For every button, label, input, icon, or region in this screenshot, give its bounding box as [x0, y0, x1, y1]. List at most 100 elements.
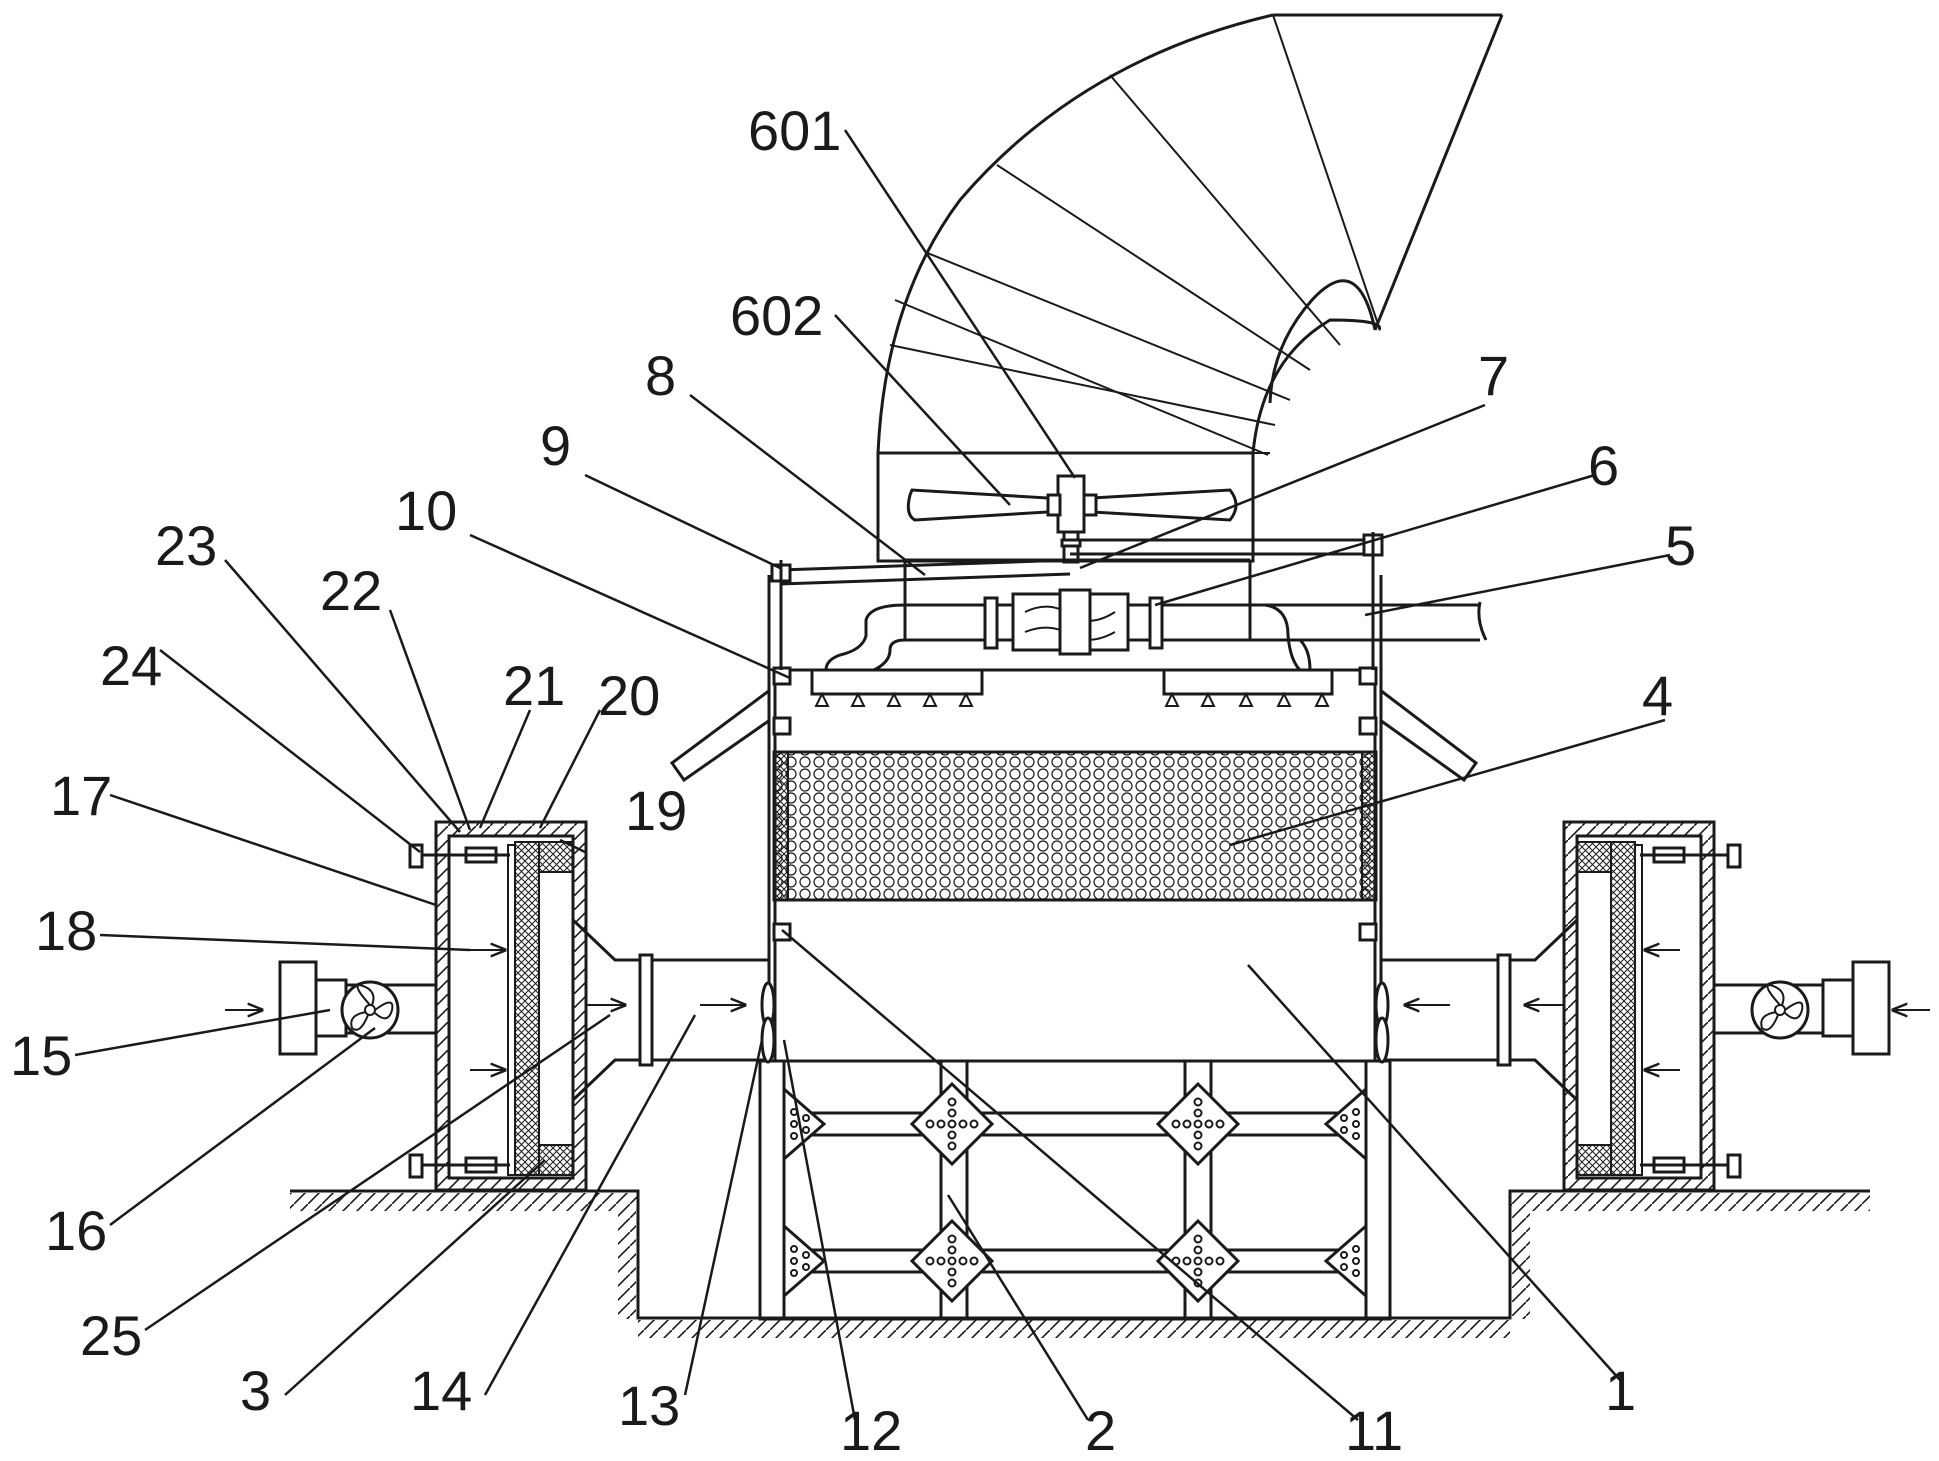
gusset-plate: [1155, 1218, 1241, 1304]
bolt-hole: [1352, 1269, 1360, 1277]
bolt-hole: [1193, 1267, 1203, 1277]
callout-602: 602: [730, 284, 823, 347]
bolt-hole: [947, 1234, 957, 1244]
bolt-hole: [1352, 1257, 1360, 1265]
bolt-hole: [1215, 1119, 1225, 1129]
spray-nozzle: [1164, 691, 1180, 707]
callout-1: 1: [1605, 1359, 1636, 1422]
callout-13: 13: [618, 1374, 680, 1437]
bolt-hole: [1215, 1256, 1225, 1266]
bolt-hole: [1193, 1245, 1203, 1255]
spray-nozzle: [922, 691, 938, 707]
callout-5: 5: [1665, 514, 1696, 577]
bolt-hole: [1193, 1097, 1203, 1107]
callout-21: 21: [503, 654, 565, 717]
bolt-hole: [925, 1119, 935, 1129]
bolt-hole: [1193, 1278, 1203, 1288]
bolt-hole: [802, 1263, 810, 1271]
callout-20: 20: [598, 664, 660, 727]
bolt-hole: [1204, 1119, 1214, 1129]
callout-14: 14: [410, 1359, 472, 1422]
right-filter-box: [1562, 820, 1742, 1192]
fan-hood: [876, 13, 1504, 563]
bolt-hole: [790, 1245, 798, 1253]
bolt-hole: [1204, 1256, 1214, 1266]
right-inlet: [1712, 960, 1930, 1056]
left-filter-box: [408, 820, 588, 1192]
bolt-hole: [1182, 1119, 1192, 1129]
bolt-hole: [790, 1120, 798, 1128]
bolt-hole: [790, 1269, 798, 1277]
callout-3: 3: [240, 1359, 271, 1422]
bolt-hole: [1340, 1126, 1348, 1134]
callout-2: 2: [1085, 1399, 1116, 1461]
bolt-hole: [802, 1251, 810, 1259]
callout-8: 8: [645, 344, 676, 407]
callout-24: 24: [100, 634, 162, 697]
spray-nozzle: [814, 691, 830, 707]
callout-23: 23: [155, 514, 217, 577]
right-outlet-duct: [1374, 918, 1579, 1102]
bolt-hole: [958, 1256, 968, 1266]
callout-12: 12: [840, 1399, 902, 1461]
bolt-hole: [1193, 1256, 1203, 1266]
bolt-hole: [1340, 1251, 1348, 1259]
spray-headers: [810, 668, 1334, 707]
bolt-hole: [1340, 1263, 1348, 1271]
callout-22: 22: [320, 559, 382, 622]
bolt-hole: [1193, 1141, 1203, 1151]
callout-leaders: [74, 129, 1671, 1421]
bolt-hole: [947, 1097, 957, 1107]
bolt-hole: [790, 1132, 798, 1140]
support-frame: [758, 1059, 1392, 1321]
callout-6: 6: [1588, 434, 1619, 497]
bolt-hole: [969, 1119, 979, 1129]
callout-10: 10: [395, 479, 457, 542]
ground: [290, 1189, 1870, 1338]
bolt-hole: [1352, 1108, 1360, 1116]
bolt-hole: [947, 1278, 957, 1288]
bolt-hole: [1193, 1234, 1203, 1244]
spray-nozzle: [1238, 691, 1254, 707]
spray-nozzle: [886, 691, 902, 707]
bolt-hole: [925, 1256, 935, 1266]
bolt-hole: [1171, 1119, 1181, 1129]
callout-601: 601: [748, 99, 841, 162]
callout-16: 16: [45, 1199, 107, 1262]
bolt-hole: [1352, 1245, 1360, 1253]
bolt-hole: [947, 1256, 957, 1266]
spray-nozzle: [958, 691, 974, 707]
callout-25: 25: [80, 1304, 142, 1367]
packing-layer: [772, 750, 1378, 902]
fan-assembly: [906, 474, 1238, 564]
callout-18: 18: [35, 899, 97, 962]
left-outlet-duct: [571, 918, 776, 1102]
callout-11: 11: [1345, 1399, 1403, 1461]
bolt-hole: [947, 1267, 957, 1277]
gusset-plate: [909, 1081, 995, 1167]
bolt-hole: [1182, 1256, 1192, 1266]
bolt-hole: [1193, 1119, 1203, 1129]
bolt-hole: [802, 1114, 810, 1122]
gusset-plate: [1155, 1081, 1241, 1167]
spray-nozzle: [850, 691, 866, 707]
bolt-hole: [936, 1119, 946, 1129]
bolt-hole: [947, 1245, 957, 1255]
callout-15: 15: [10, 1024, 72, 1087]
bolt-hole: [947, 1119, 957, 1129]
callout-labels: 601 602 8 7 9 6 10 5 23 22 24 21 20 4 17…: [10, 99, 1696, 1461]
corner-gusset: [1323, 1085, 1368, 1163]
cooling-tower-body: [669, 575, 1479, 1061]
bolt-hole: [1352, 1120, 1360, 1128]
water-pipe: [824, 558, 1488, 672]
bolt-hole: [947, 1108, 957, 1118]
spray-nozzle: [1276, 691, 1292, 707]
bolt-hole: [790, 1257, 798, 1265]
spray-nozzle: [1314, 691, 1330, 707]
callout-17: 17: [50, 764, 112, 827]
bolt-hole: [969, 1256, 979, 1266]
callout-7: 7: [1478, 344, 1509, 407]
left-inlet: [225, 960, 438, 1056]
gusset-plate: [909, 1218, 995, 1304]
